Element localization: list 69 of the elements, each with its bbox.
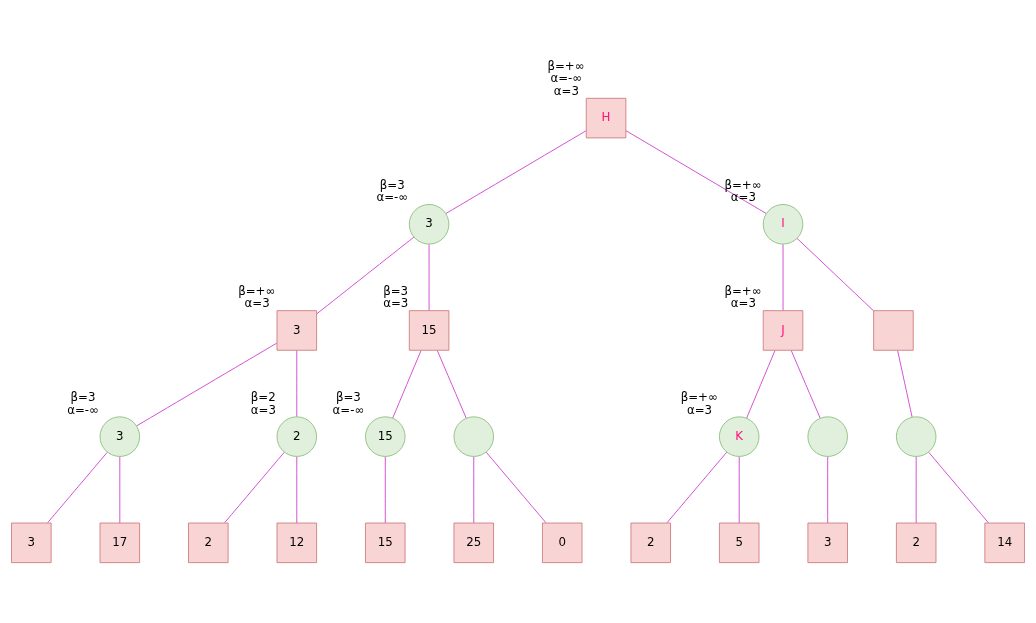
- node-label: α=3: [730, 190, 756, 205]
- node-label: β=3: [383, 283, 409, 298]
- connector: [296, 350, 298, 418]
- node-circle: [895, 416, 937, 457]
- node-box: J: [762, 310, 804, 351]
- connector: [915, 456, 917, 524]
- node-label: β=+∞: [680, 390, 718, 404]
- node-box: 0: [542, 522, 583, 564]
- node-box: 3: [276, 310, 317, 351]
- connector: [827, 456, 829, 524]
- node-box: 5: [719, 522, 760, 564]
- node-box: 15: [365, 522, 406, 564]
- connector: [445, 130, 587, 214]
- connector: [790, 350, 821, 419]
- connector: [897, 350, 913, 418]
- node-box: 2: [895, 522, 937, 564]
- connector: [738, 456, 740, 524]
- node-label: α=-∞: [550, 71, 583, 86]
- node-circle: 3: [408, 204, 450, 245]
- connector: [746, 350, 776, 419]
- node-label: α=3: [383, 296, 409, 311]
- node-box: 2: [188, 522, 229, 564]
- connector: [928, 451, 989, 524]
- node-label: α=3: [250, 402, 276, 417]
- node-label: α=3: [730, 296, 756, 311]
- connector: [666, 451, 728, 524]
- node-box: [873, 310, 914, 351]
- node-box: 14: [984, 522, 1025, 564]
- node-box: 2: [630, 522, 671, 564]
- connector: [384, 456, 386, 524]
- node-circle: [807, 416, 848, 457]
- connector: [436, 350, 467, 419]
- node-label: α=-∞: [332, 402, 365, 417]
- connector: [392, 350, 422, 419]
- node-label: α=3: [686, 402, 713, 417]
- node-box: 12: [276, 522, 317, 564]
- node-label: α=-∞: [376, 190, 409, 205]
- node-label: β=3: [379, 177, 405, 192]
- node-label: β=+∞: [238, 283, 276, 298]
- node-box: 3: [807, 522, 848, 564]
- node-circle: [453, 416, 494, 457]
- node-circle: 3: [99, 416, 141, 457]
- node-label: β=+∞: [724, 283, 762, 298]
- node-circle: 15: [365, 416, 406, 457]
- connector: [796, 237, 874, 312]
- node-circle: 2: [276, 416, 317, 457]
- node-circle: I: [762, 204, 804, 245]
- node-box: 3: [11, 522, 52, 564]
- node-box: 15: [408, 310, 450, 351]
- node-box: 17: [99, 522, 141, 564]
- node-box: 25: [453, 522, 494, 564]
- node-label: β=2: [250, 390, 276, 404]
- node-label: β=+∞: [724, 177, 762, 192]
- node-label: β=3: [70, 390, 96, 404]
- connector: [316, 236, 415, 315]
- connector: [296, 456, 298, 524]
- connector: [136, 342, 278, 427]
- connector: [485, 451, 547, 524]
- connector: [473, 456, 475, 524]
- connector: [625, 130, 767, 214]
- node-circle: K: [719, 416, 760, 457]
- connector: [224, 451, 285, 524]
- node-label: β=3: [335, 390, 361, 404]
- node-label: α=3: [244, 296, 270, 311]
- connector: [47, 451, 108, 524]
- connector: [119, 456, 121, 524]
- node-box: H: [585, 97, 627, 139]
- node-label: β=+∞: [547, 58, 585, 73]
- node-label: α=3: [553, 84, 579, 99]
